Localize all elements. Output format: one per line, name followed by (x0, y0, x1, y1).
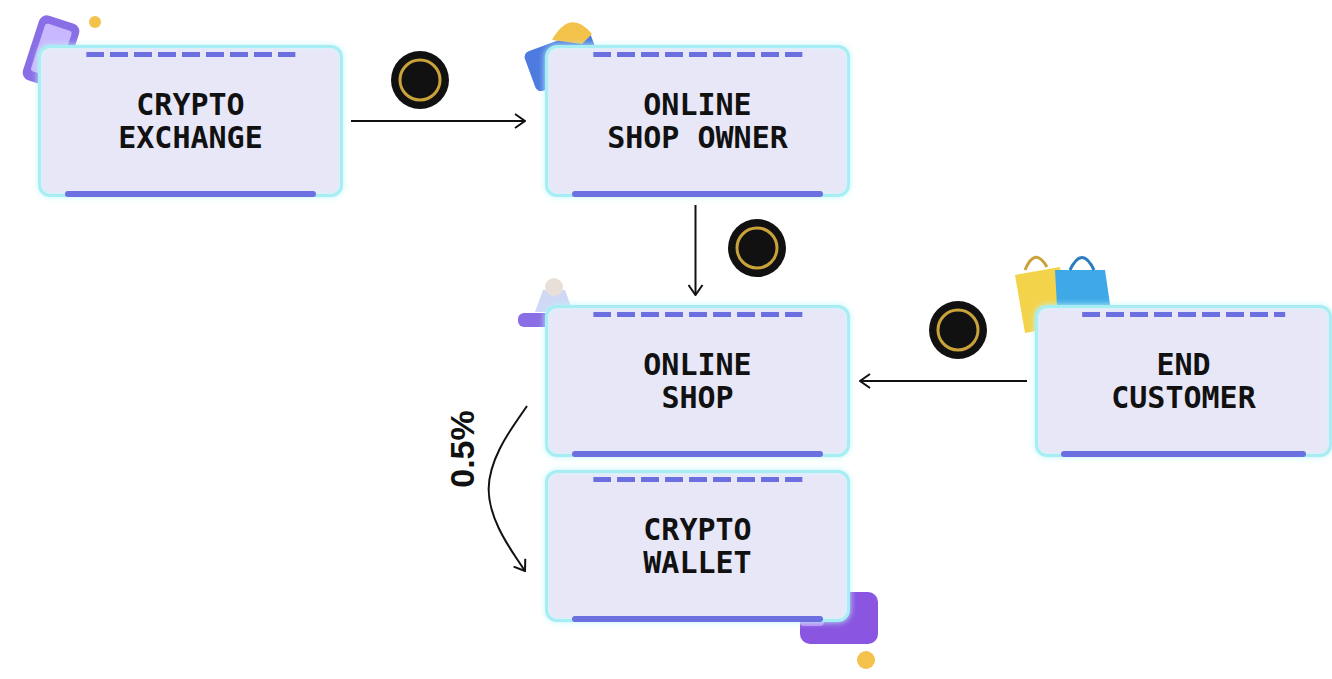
box-label: END CUSTOMER (1089, 348, 1279, 414)
box-stripe (86, 52, 295, 57)
process-box: ONLINE SHOP (545, 305, 850, 457)
process-box: CRYPTO EXCHANGE (38, 45, 343, 197)
flow-arrow (489, 406, 527, 571)
process-box: ONLINE SHOP OWNER (545, 45, 850, 197)
box-stripe (593, 52, 802, 57)
box-bar (65, 191, 316, 197)
flow-arrow (351, 120, 525, 122)
box-stripe (593, 477, 802, 482)
box-label: CRYPTO WALLET (603, 513, 793, 579)
process-box: END CUSTOMER (1035, 305, 1332, 457)
fee-label: 0.5% (443, 410, 482, 488)
coin-icon (391, 51, 987, 359)
box-bar (1061, 451, 1305, 457)
box-stripe (593, 312, 802, 317)
box-bar (572, 451, 823, 457)
box-bar (572, 191, 823, 197)
box-bar (572, 616, 823, 622)
box-label: ONLINE SHOP OWNER (603, 88, 793, 154)
box-label: ONLINE SHOP (603, 348, 793, 414)
flow-arrow (695, 205, 697, 295)
box-label: CRYPTO EXCHANGE (96, 88, 286, 154)
process-box: CRYPTO WALLET (545, 470, 850, 622)
box-stripe (1082, 312, 1286, 317)
flow-arrow (860, 380, 1027, 382)
